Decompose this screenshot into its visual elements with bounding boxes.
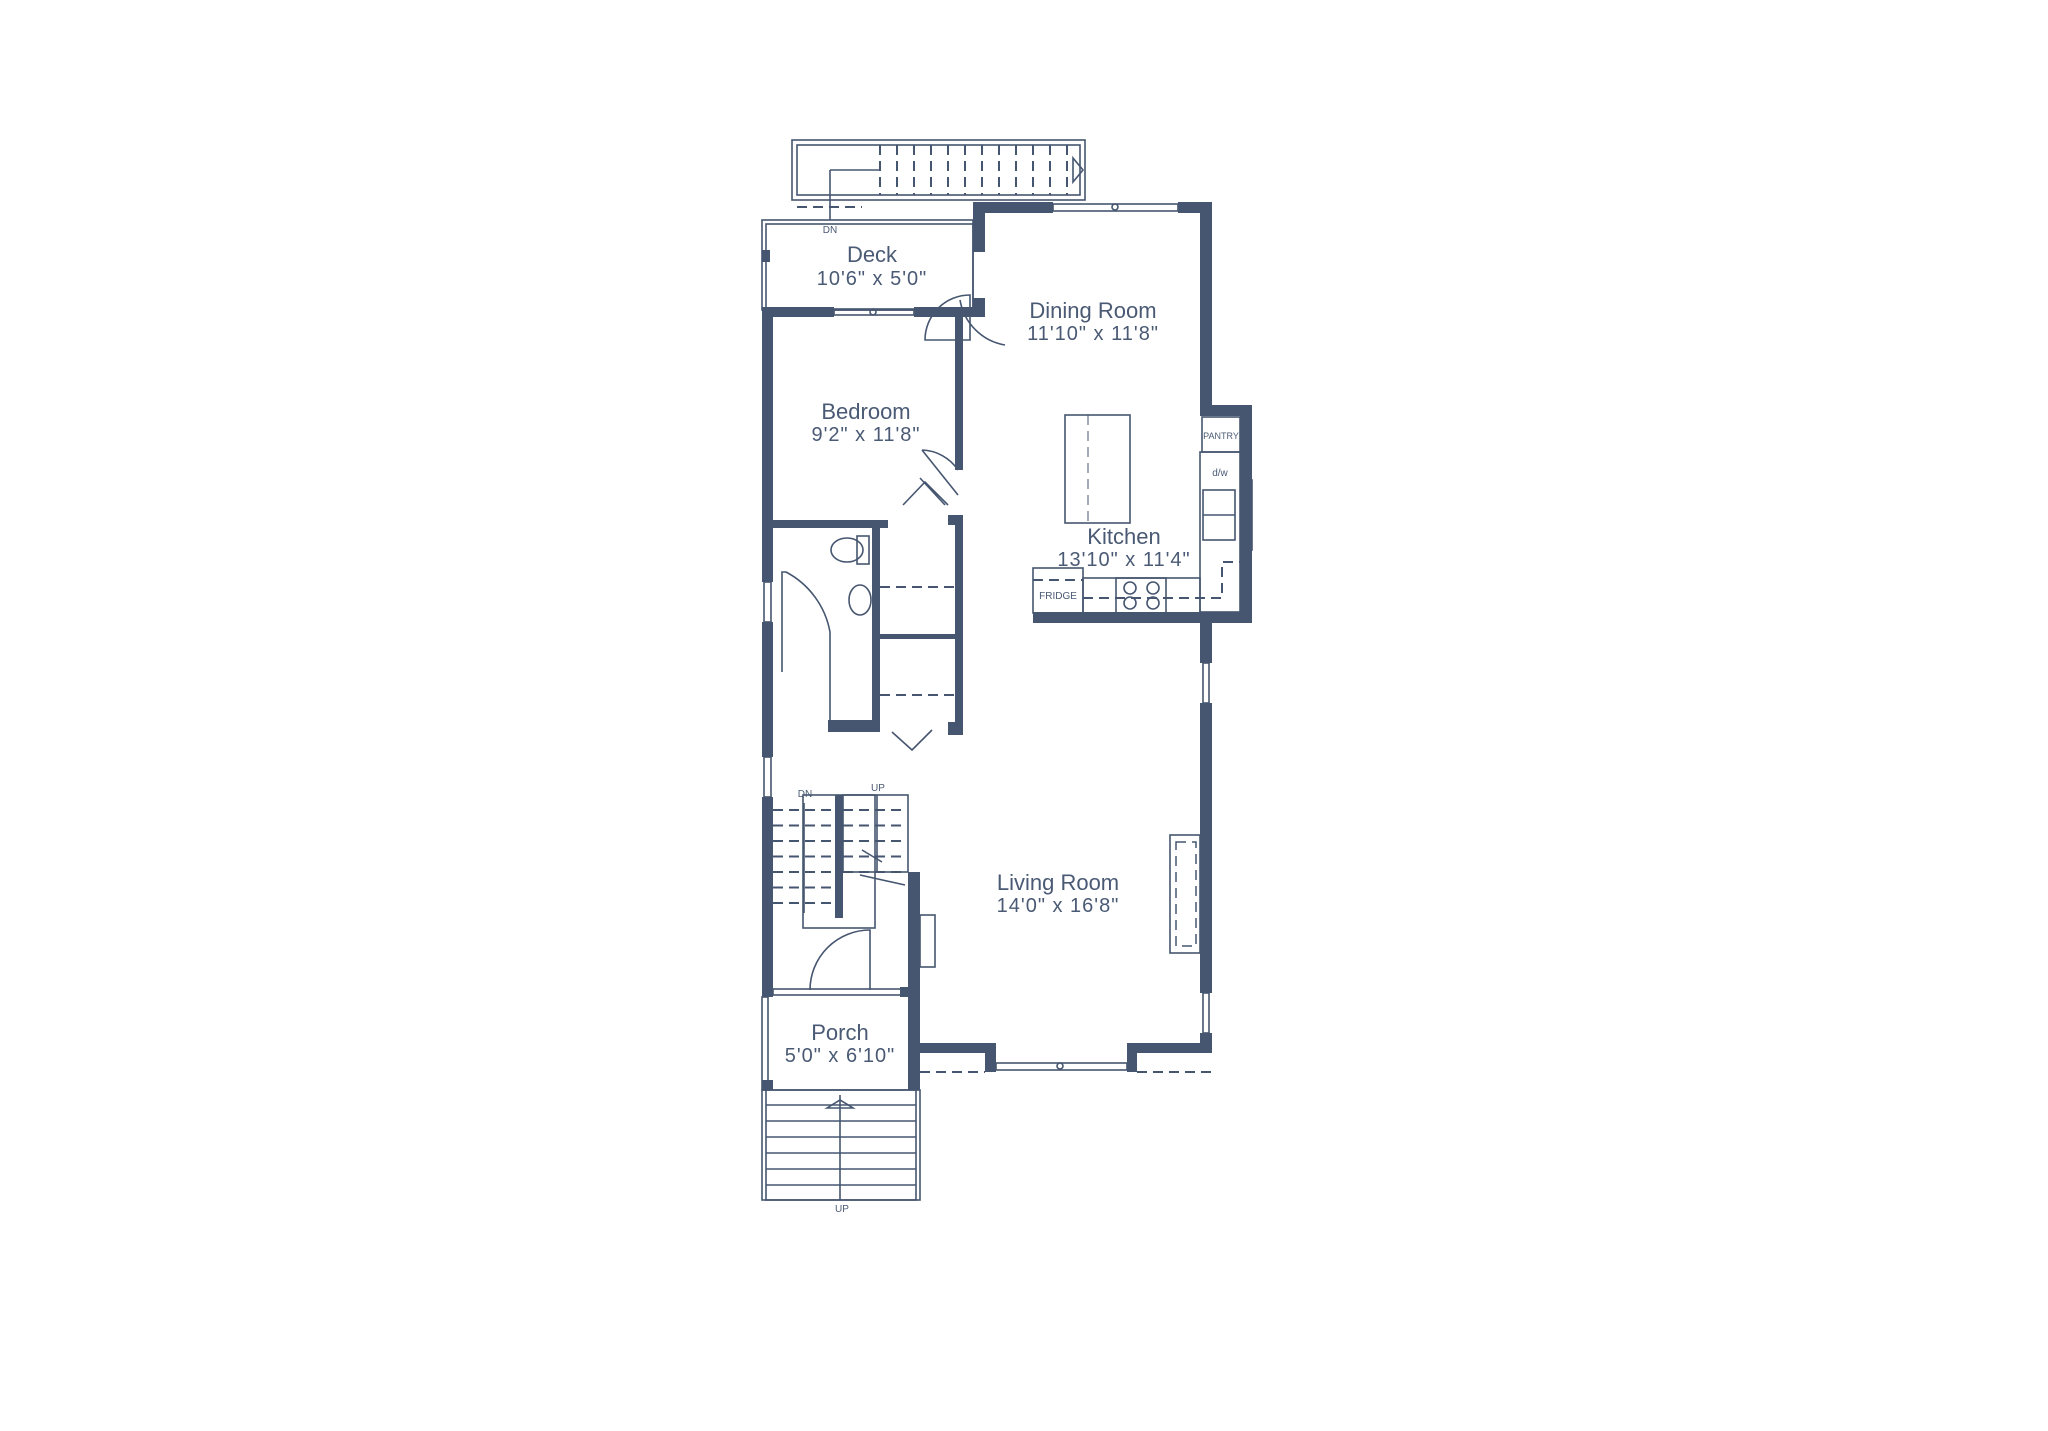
room-size-bedroom: 9'2" x 11'8" — [811, 424, 920, 446]
walls — [761, 202, 1253, 1091]
room-label-kitchen: Kitchen — [1087, 524, 1160, 549]
room-label-living: Living Room — [997, 870, 1119, 895]
front-up-label: UP — [835, 1204, 849, 1215]
room-size-deck: 10'6" x 5'0" — [817, 268, 928, 290]
room-label-dining: Dining Room — [1029, 298, 1156, 323]
room-size-kitchen: 13'10" x 11'4" — [1057, 549, 1190, 571]
interior-stairs — [773, 794, 909, 918]
deck-stairs — [791, 139, 1086, 220]
kitchen-fixtures — [1032, 414, 1241, 614]
room-size-living: 14'0" x 16'8" — [997, 895, 1120, 917]
front-stairs — [761, 1089, 921, 1201]
dishwasher-label: d/w — [1212, 468, 1228, 479]
deck-outline — [761, 219, 1006, 346]
room-label-porch: Porch — [811, 1020, 868, 1045]
room-size-dining: 11'10" x 11'8" — [1027, 323, 1159, 345]
room-label-deck: Deck — [847, 242, 898, 267]
room-label-bedroom: Bedroom — [821, 399, 910, 424]
stove-icon — [1115, 577, 1167, 614]
fridge-label: FRIDGE — [1039, 591, 1077, 602]
deck-stair-dn-label: DN — [823, 225, 837, 236]
interior-up-label: UP — [871, 783, 885, 794]
interior-dn-label: DN — [798, 789, 812, 800]
pantry-label: PANTRY — [1203, 431, 1239, 441]
room-size-porch: 5'0" x 6'10" — [785, 1045, 896, 1067]
